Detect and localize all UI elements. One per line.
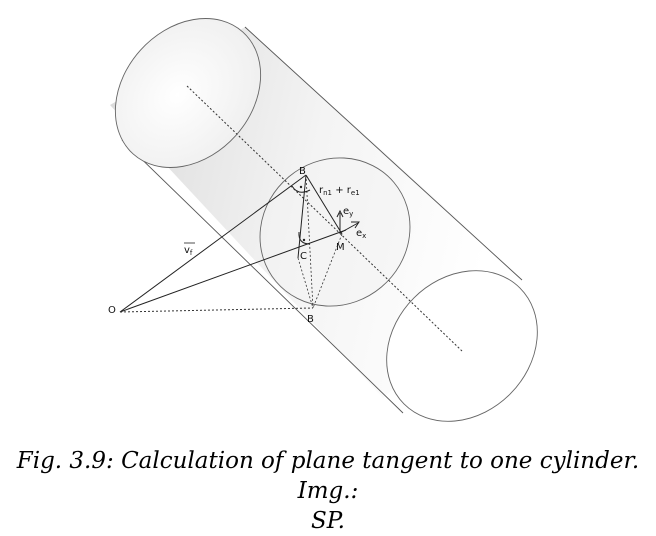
label-o: O <box>108 305 116 316</box>
caption-line-2: SP. <box>311 508 345 534</box>
cylinder-top-edge <box>244 26 523 281</box>
cylinder-front-cap <box>386 270 538 422</box>
label-b-bottom: B <box>307 314 314 325</box>
line-o-to-b-top <box>119 174 307 313</box>
label-ey: ey <box>343 206 353 218</box>
line-m-to-b-bottom <box>312 233 343 309</box>
caption-line-1: Fig. 3.9: Calculation of plane tangent t… <box>16 448 640 504</box>
right-angle-mark-b <box>291 185 311 193</box>
right-angle-mark-c <box>298 231 311 245</box>
right-angle-dot-b <box>299 185 303 189</box>
right-angle-dot-c <box>302 238 306 242</box>
label-b-top: B <box>299 166 306 177</box>
unit-vector-ex <box>339 222 359 234</box>
label-ex: ex <box>356 228 366 240</box>
line-b-top-to-c <box>297 174 307 259</box>
figure-caption: Fig. 3.9: Calculation of plane tangent t… <box>0 446 656 536</box>
label-c: C <box>300 251 307 262</box>
unit-vector-ey-head <box>336 209 344 218</box>
line-c-to-b-bottom <box>297 257 314 309</box>
cylinder-bottom-edge <box>121 139 404 414</box>
cross-section-circle <box>259 157 411 307</box>
cylinder-back-cap <box>114 18 262 168</box>
label-radius-sum: rn1 + re1 <box>319 185 360 197</box>
line-o-to-b-bottom <box>119 307 314 313</box>
label-velocity: vf <box>184 245 193 257</box>
line-b-top-to-m <box>305 174 343 235</box>
unit-vector-ex-head <box>351 221 360 229</box>
label-m: M <box>336 242 345 253</box>
cylinder-tangent-diagram: B B M C O vf rn1 + re1 ey ex <box>108 18 538 422</box>
